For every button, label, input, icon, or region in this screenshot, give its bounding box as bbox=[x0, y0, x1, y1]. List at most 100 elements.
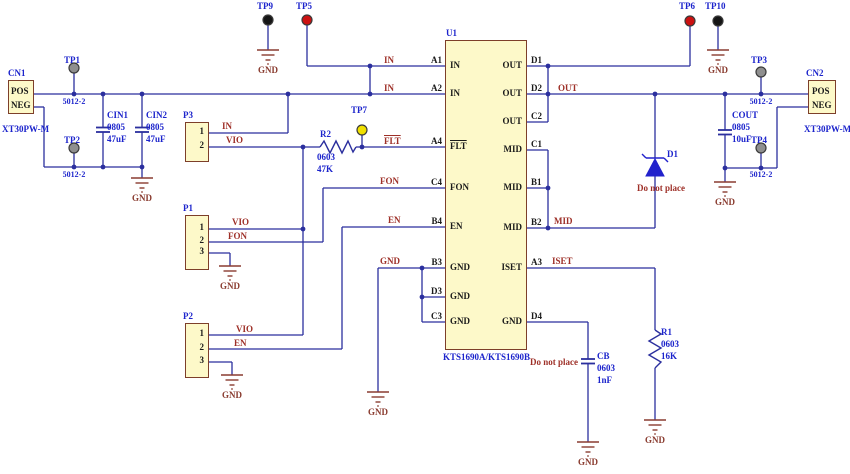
cn1-designator: CN1 bbox=[8, 68, 26, 78]
pin-des-a4: A4 bbox=[431, 136, 442, 146]
r2-footprint: 0603 bbox=[317, 152, 335, 162]
cn2-designator: CN2 bbox=[806, 68, 824, 78]
gnd-symbol bbox=[130, 177, 154, 193]
cap-cout-symbol bbox=[717, 129, 733, 136]
gnd-text-p2: GND bbox=[222, 390, 242, 400]
pin-name-flt: FLT bbox=[450, 141, 467, 151]
net-label-fon-c4: FON bbox=[380, 176, 399, 186]
pin-name-mid3: MID bbox=[503, 222, 523, 232]
gnd-symbol bbox=[643, 419, 667, 435]
pin-des-c2: C2 bbox=[531, 111, 542, 121]
tp4-footprint: 5012-2 bbox=[749, 170, 773, 179]
gnd-symbol bbox=[218, 265, 242, 281]
connector-cn1-body bbox=[8, 80, 34, 114]
pin-des-b4: B4 bbox=[431, 216, 442, 226]
net-label-gnd-b3: GND bbox=[380, 256, 400, 266]
pin-name-mid1: MID bbox=[503, 144, 523, 154]
pin-des-d3: D3 bbox=[431, 286, 442, 296]
gnd-text-cin: GND bbox=[132, 193, 152, 203]
pin-des-b1: B1 bbox=[531, 177, 542, 187]
net-label-vio-p3: VIO bbox=[226, 135, 244, 145]
p1-pin-3: 3 bbox=[199, 246, 205, 256]
testpoint-tp6-pad bbox=[684, 15, 696, 27]
ic-u1-body bbox=[445, 40, 527, 350]
cn1-pin-pos: POS bbox=[11, 86, 29, 96]
p2-pin-3: 3 bbox=[199, 355, 205, 365]
net-label-en-b4: EN bbox=[388, 215, 401, 225]
pin-name-in1: IN bbox=[450, 60, 461, 70]
net-label-fon-p1: FON bbox=[228, 231, 247, 241]
net-label-flt: FLT bbox=[384, 136, 401, 146]
p3-pin-2: 2 bbox=[199, 140, 205, 150]
pin-des-a3: A3 bbox=[531, 257, 542, 267]
p2-designator: P2 bbox=[183, 311, 193, 321]
resistor-r2-symbol bbox=[319, 139, 357, 155]
gnd-symbol bbox=[220, 374, 244, 390]
d1-do-not-place-note: Do not place bbox=[637, 183, 685, 193]
pin-name-gnd3: GND bbox=[450, 316, 470, 326]
tp1-footprint: 5012-2 bbox=[62, 97, 86, 106]
pin-des-d4: D4 bbox=[531, 311, 542, 321]
pin-des-c4: C4 bbox=[431, 177, 442, 187]
pin-name-gnd1: GND bbox=[450, 262, 470, 272]
diode-d1-symbol bbox=[641, 153, 669, 177]
net-label-in-p3: IN bbox=[222, 121, 233, 131]
pin-name-in2: IN bbox=[450, 88, 461, 98]
cn2-pin-neg: NEG bbox=[812, 100, 832, 110]
cin1-value: 47uF bbox=[107, 134, 127, 144]
tp1-label: TP1 bbox=[64, 55, 81, 65]
testpoint-tp9-pad bbox=[262, 14, 274, 26]
gnd-text-tp9: GND bbox=[258, 65, 278, 75]
cb-value: 1nF bbox=[597, 375, 613, 385]
testpoint-tp5-pad bbox=[301, 14, 313, 26]
pin-name-iset: ISET bbox=[501, 262, 522, 272]
cn2-part: XT30PW-M bbox=[804, 124, 850, 134]
net-label-iset: ISET bbox=[552, 256, 573, 266]
cn1-pin-neg: NEG bbox=[11, 100, 31, 110]
cin1-designator: CIN1 bbox=[107, 110, 129, 120]
pin-des-d1: D1 bbox=[531, 55, 542, 65]
tp3-footprint: 5012-2 bbox=[749, 97, 773, 106]
pin-des-c3: C3 bbox=[431, 311, 442, 321]
pin-name-gnd4: GND bbox=[502, 316, 522, 326]
gnd-symbol bbox=[256, 49, 280, 65]
testpoint-tp3-pad bbox=[755, 66, 767, 78]
testpoint-tp7-pad bbox=[356, 124, 368, 136]
gnd-symbol bbox=[576, 441, 600, 457]
r1-footprint: 0603 bbox=[661, 339, 679, 349]
net-label-in-a2: IN bbox=[384, 83, 395, 93]
net-label-vio-p1: VIO bbox=[232, 217, 250, 227]
tp10-label: TP10 bbox=[705, 1, 726, 11]
header-p2-body bbox=[185, 323, 209, 378]
pin-des-a1: A1 bbox=[431, 55, 442, 65]
testpoint-tp10-pad bbox=[712, 15, 724, 27]
tp6-label: TP6 bbox=[679, 1, 696, 11]
pin-name-mid2: MID bbox=[503, 182, 523, 192]
cin2-footprint: 0805 bbox=[146, 122, 164, 132]
gnd-text-tp10: GND bbox=[708, 65, 728, 75]
pin-des-d2: D2 bbox=[531, 83, 542, 93]
r1-value: 16K bbox=[661, 351, 678, 361]
cap-cb-symbol bbox=[580, 358, 596, 365]
u1-part: KTS1690A/KTS1690B bbox=[443, 352, 531, 362]
r2-value: 47K bbox=[317, 164, 334, 174]
gnd-text-mid: GND bbox=[368, 407, 388, 417]
net-label-in-a1: IN bbox=[384, 55, 395, 65]
d1-designator: D1 bbox=[667, 149, 678, 159]
resistor-r1-symbol bbox=[647, 329, 663, 369]
pin-name-fon: FON bbox=[450, 182, 469, 192]
cout-designator: COUT bbox=[732, 110, 759, 120]
net-label-vio-p2: VIO bbox=[236, 324, 254, 334]
cb-do-not-place-note: Do not place bbox=[530, 357, 578, 367]
net-label-out: OUT bbox=[558, 83, 578, 93]
tp2-footprint: 5012-2 bbox=[62, 170, 86, 179]
pin-name-en: EN bbox=[450, 221, 463, 231]
cb-footprint: 0603 bbox=[597, 363, 615, 373]
net-label-en-p2: EN bbox=[234, 338, 247, 348]
tp5-label: TP5 bbox=[296, 1, 313, 11]
cn2-pin-pos: POS bbox=[812, 86, 830, 96]
cout-footprint: 0805 bbox=[732, 122, 750, 132]
u1-designator: U1 bbox=[446, 28, 457, 38]
